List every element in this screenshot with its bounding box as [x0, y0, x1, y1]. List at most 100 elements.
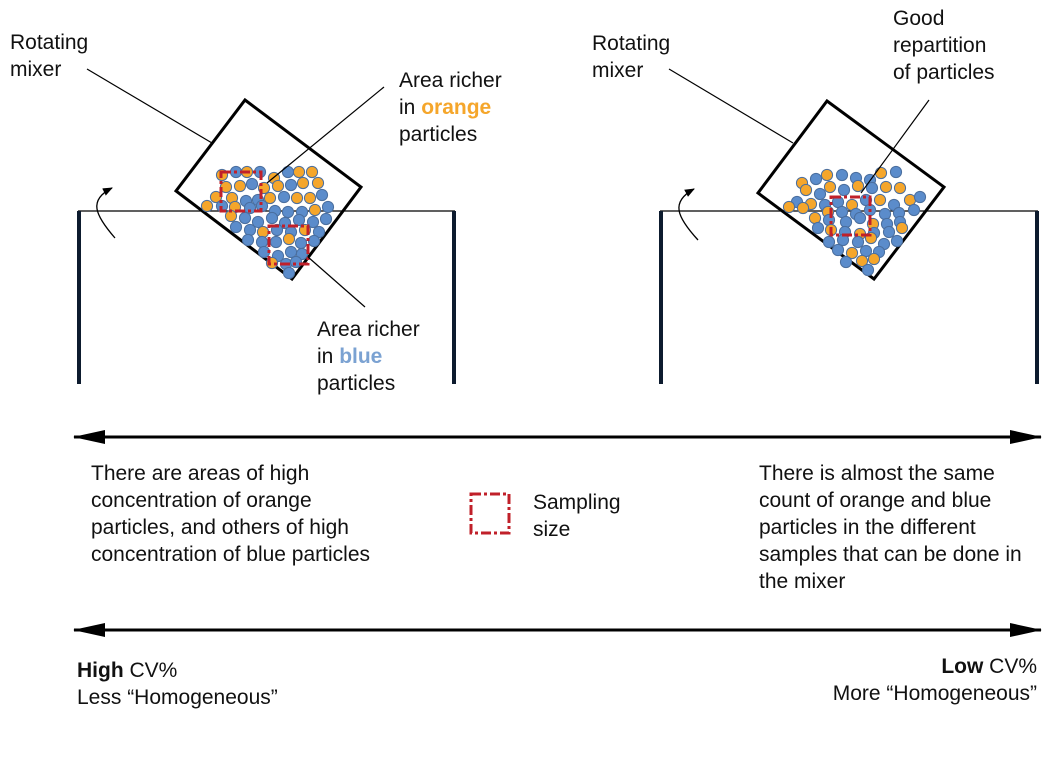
- orange-particle: [895, 221, 909, 235]
- left-blue-callout-prefix: in: [317, 345, 340, 368]
- orange-particle: [820, 168, 834, 182]
- blue-particle: [245, 177, 259, 191]
- right-sampling-box: [829, 195, 872, 237]
- blue-particle: [243, 223, 257, 237]
- low-cv-suffix: CV%: [983, 655, 1037, 678]
- orange-particle: [893, 181, 907, 195]
- right-description: There is almost the same count of orange…: [759, 462, 1022, 593]
- blue-particle: [281, 205, 295, 219]
- low-cv-label: Low CV% More “Homogeneous”: [833, 653, 1037, 707]
- high-word: High: [77, 659, 124, 682]
- blue-particle: [284, 245, 298, 259]
- left-blue-leader-line: [307, 256, 366, 308]
- left-mixer-label-line1: Rotating: [10, 31, 89, 54]
- orange-particle: [311, 176, 325, 190]
- left-mixer-label: Rotating mixer: [10, 29, 88, 83]
- orange-particle: [879, 180, 893, 194]
- blue-particle: [813, 187, 827, 201]
- left-blue-callout: Area richer in blue particles: [317, 316, 420, 397]
- orange-particle: [271, 179, 285, 193]
- more-homogeneous-label: More “Homogeneous”: [832, 682, 1037, 705]
- left-orange-callout-line2: in orange: [399, 94, 502, 121]
- left-description: There are areas of high concentration of…: [91, 462, 370, 566]
- blue-particle: [890, 234, 904, 248]
- less-homogeneous-label: Less “Homogeneous”: [77, 686, 278, 709]
- legend-dashed-square-icon: [469, 492, 511, 535]
- blue-particle: [835, 168, 849, 182]
- blue-particle: [241, 233, 255, 247]
- blue-particle: [907, 203, 921, 217]
- left-sampling-box-orange: [219, 170, 263, 213]
- blue-particle: [265, 211, 279, 225]
- blue-particle: [319, 212, 333, 226]
- left-orange-callout: Area richer in orange particles: [399, 67, 502, 148]
- orange-particle: [305, 165, 319, 179]
- left-container-left-wall: [77, 211, 81, 384]
- blue-particle: [229, 220, 243, 234]
- orange-particle: [303, 191, 317, 205]
- blue-particle: [238, 211, 252, 225]
- orange-particle: [867, 252, 881, 266]
- blue-particle: [837, 183, 851, 197]
- orange-particle: [874, 166, 888, 180]
- right-good-callout-line3: of particles: [893, 61, 995, 84]
- blue-particle: [306, 215, 320, 229]
- right-good-callout-line1: Good: [893, 7, 945, 30]
- orange-particle: [845, 246, 859, 260]
- orange-particle: [308, 203, 322, 217]
- blue-particle: [822, 235, 836, 249]
- orange-particle: [855, 254, 869, 268]
- blue-particle: [889, 165, 903, 179]
- right-container-right-wall: [1035, 211, 1039, 384]
- blue-particle: [282, 266, 296, 280]
- right-good-callout-line2: repartition: [893, 34, 987, 57]
- left-sampling-box-blue: [267, 224, 310, 266]
- orange-highlight-word: orange: [421, 96, 492, 119]
- right-mixer: [668, 68, 947, 282]
- legend-label: Sampling size: [533, 489, 621, 543]
- right-container: [659, 188, 1039, 384]
- orange-particle: [282, 232, 296, 246]
- orange-particle: [796, 201, 810, 215]
- orange-particle: [200, 199, 214, 213]
- left-orange-callout-line1: Area richer: [399, 69, 502, 92]
- legend-label-line2: size: [533, 518, 571, 541]
- left-mixer-leader-line: [86, 68, 213, 144]
- orange-particle: [782, 200, 796, 214]
- blue-particle: [292, 213, 306, 227]
- left-blue-callout-line1: Area richer: [317, 318, 420, 341]
- orange-particle: [851, 179, 865, 193]
- low-cv-line: Low CV%: [833, 653, 1037, 680]
- blue-particle: [321, 200, 335, 214]
- blue-particle: [839, 215, 853, 229]
- blue-particle: [861, 263, 875, 277]
- high-cv-suffix: CV%: [123, 659, 178, 682]
- blue-particle: [822, 213, 836, 227]
- low-word: Low: [941, 655, 984, 678]
- blue-particle: [882, 225, 896, 239]
- left-container: [77, 187, 456, 384]
- blue-particle: [281, 165, 295, 179]
- blue-particle: [269, 235, 283, 249]
- left-mixer-box: [173, 97, 364, 282]
- orange-particle: [233, 179, 247, 193]
- high-cv-label: High CV% Less “Homogeneous”: [77, 657, 278, 711]
- left-orange-callout-line3: particles: [399, 123, 478, 146]
- right-container-left-wall: [659, 211, 663, 384]
- orange-particle: [296, 176, 310, 190]
- legend-label-line1: Sampling: [533, 491, 621, 514]
- right-rotation-arrow-icon: [678, 188, 699, 241]
- blue-particle: [853, 211, 867, 225]
- right-mixer-box: [755, 98, 947, 282]
- orange-particle: [256, 225, 270, 239]
- blue-particle: [315, 188, 329, 202]
- blue-particle: [865, 181, 879, 195]
- blue-particle: [289, 255, 303, 269]
- left-blue-callout-line3: particles: [317, 372, 396, 395]
- blue-particle: [243, 201, 257, 215]
- right-mixer-label: Rotating mixer: [592, 30, 670, 84]
- orange-particle: [292, 165, 306, 179]
- right-mixer-label-line2: mixer: [592, 59, 644, 82]
- blue-particle: [878, 207, 892, 221]
